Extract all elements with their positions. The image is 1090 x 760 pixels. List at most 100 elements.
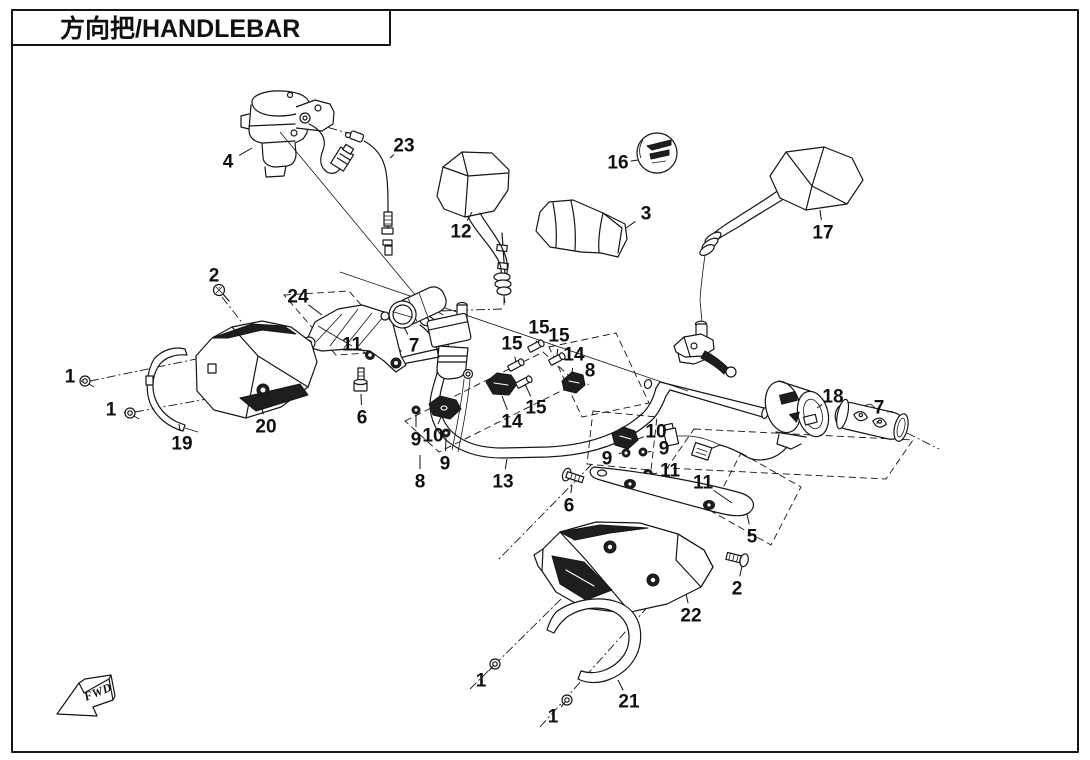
- page-title: 方向把/HANDLEBAR: [60, 14, 300, 43]
- callout-13: 13: [492, 472, 513, 493]
- part-9-nuts: [411, 405, 648, 458]
- callout-18: 18: [822, 387, 843, 408]
- leader-line-14: [571, 367, 574, 374]
- callout-8: 8: [585, 361, 596, 382]
- leader-line-5: [746, 513, 750, 525]
- leader-line-14: [501, 395, 508, 411]
- callout-1: 1: [548, 707, 559, 728]
- callout-11: 11: [660, 461, 681, 482]
- callout-15: 15: [501, 334, 523, 355]
- callout-7: 7: [874, 398, 885, 419]
- leader-line-15: [524, 383, 532, 397]
- leader-line-15: [556, 348, 559, 357]
- callout-15: 15: [525, 398, 547, 419]
- callout-10: 10: [422, 426, 443, 447]
- leader-line-10: [437, 416, 442, 425]
- part-2-screws: [212, 283, 749, 568]
- callout-6: 6: [564, 496, 575, 517]
- callout-1: 1: [476, 671, 487, 692]
- callout-9: 9: [411, 430, 422, 451]
- callout-20: 20: [255, 417, 276, 438]
- leader-line-1: [560, 701, 566, 708]
- leader-line-9: [618, 452, 622, 455]
- part-7-grip-right: [834, 398, 909, 442]
- callout-21: 21: [618, 692, 640, 713]
- callout-1: 1: [65, 367, 76, 388]
- leader-line-24: [308, 304, 323, 316]
- callout-3: 3: [641, 204, 652, 225]
- leader-line-19: [178, 423, 181, 432]
- callout-24: 24: [287, 287, 309, 308]
- leader-line-13: [504, 458, 508, 470]
- part-5-brace: [589, 466, 754, 517]
- leader-line-15: [514, 356, 517, 363]
- callout-2: 2: [732, 579, 743, 600]
- fwd-direction-arrow: FWD: [56, 674, 116, 717]
- callout-14: 14: [563, 345, 585, 366]
- part-3-cover: [535, 199, 628, 258]
- part-6-bolts: [353, 367, 585, 484]
- callout-2: 2: [209, 266, 220, 287]
- callout-11: 11: [342, 335, 363, 356]
- leader-line-11: [362, 351, 368, 355]
- callout-8: 8: [415, 472, 426, 493]
- leader-line-21: [617, 679, 624, 691]
- callout-23: 23: [393, 136, 414, 157]
- leader-line-3: [625, 221, 636, 229]
- part-24-bracket: [302, 304, 407, 373]
- leader-line-11: [651, 472, 658, 475]
- callout-1: 1: [106, 400, 117, 421]
- callout-22: 22: [680, 606, 701, 627]
- leader-line-7: [403, 326, 409, 335]
- leader-line-9: [445, 437, 447, 452]
- part-14-clamps: [485, 371, 586, 396]
- leader-line-23: [389, 154, 395, 159]
- leader-line-10: [637, 436, 645, 440]
- leader-line-2: [739, 565, 743, 577]
- wire-connector: [330, 143, 355, 172]
- callout-10: 10: [645, 422, 666, 443]
- callout-9: 9: [440, 454, 451, 475]
- leader-line-22: [685, 593, 689, 604]
- part-10-clamps: [428, 395, 639, 450]
- part-12-mirror-left: [436, 151, 512, 304]
- part-19-trim-left: [145, 347, 199, 433]
- lever-assembly-left: [390, 301, 474, 453]
- part-4-master-cylinder: [240, 90, 355, 178]
- callout-6: 6: [357, 408, 368, 429]
- leader-line-1: [488, 665, 494, 672]
- leader-line-12: [466, 211, 473, 221]
- leader-line-9: [647, 450, 652, 453]
- leader-line-17: [819, 209, 822, 221]
- part-18-switch-housing: [662, 380, 830, 461]
- lever-assembly-right: [673, 320, 737, 378]
- part-16-cap: [636, 132, 678, 174]
- callout-9: 9: [602, 449, 613, 470]
- leader-line-20: [261, 407, 264, 415]
- leader-line-11: [713, 489, 733, 504]
- callout-15: 15: [528, 318, 550, 339]
- part-1-screws: [79, 375, 573, 706]
- callout-4: 4: [223, 152, 234, 173]
- leader-line-6: [570, 484, 573, 494]
- title-box: [11, 9, 391, 46]
- page-border: [11, 9, 1079, 753]
- callout-15: 15: [548, 326, 570, 347]
- callout-12: 12: [450, 222, 471, 243]
- leader-line-16: [630, 159, 639, 162]
- callout-19: 19: [171, 434, 192, 455]
- callout-5: 5: [747, 527, 758, 548]
- callout-9: 9: [659, 439, 670, 460]
- part-15-bolts: [507, 339, 566, 389]
- callout-11: 11: [693, 473, 714, 494]
- leader-line-4: [238, 147, 253, 156]
- part-22-handguard-right: [533, 521, 714, 614]
- callout-16: 16: [607, 153, 628, 174]
- callout-7: 7: [409, 336, 420, 357]
- part-21-trim-right: [546, 598, 642, 684]
- callout-14: 14: [501, 412, 523, 433]
- part-17-mirror-right: [699, 146, 864, 323]
